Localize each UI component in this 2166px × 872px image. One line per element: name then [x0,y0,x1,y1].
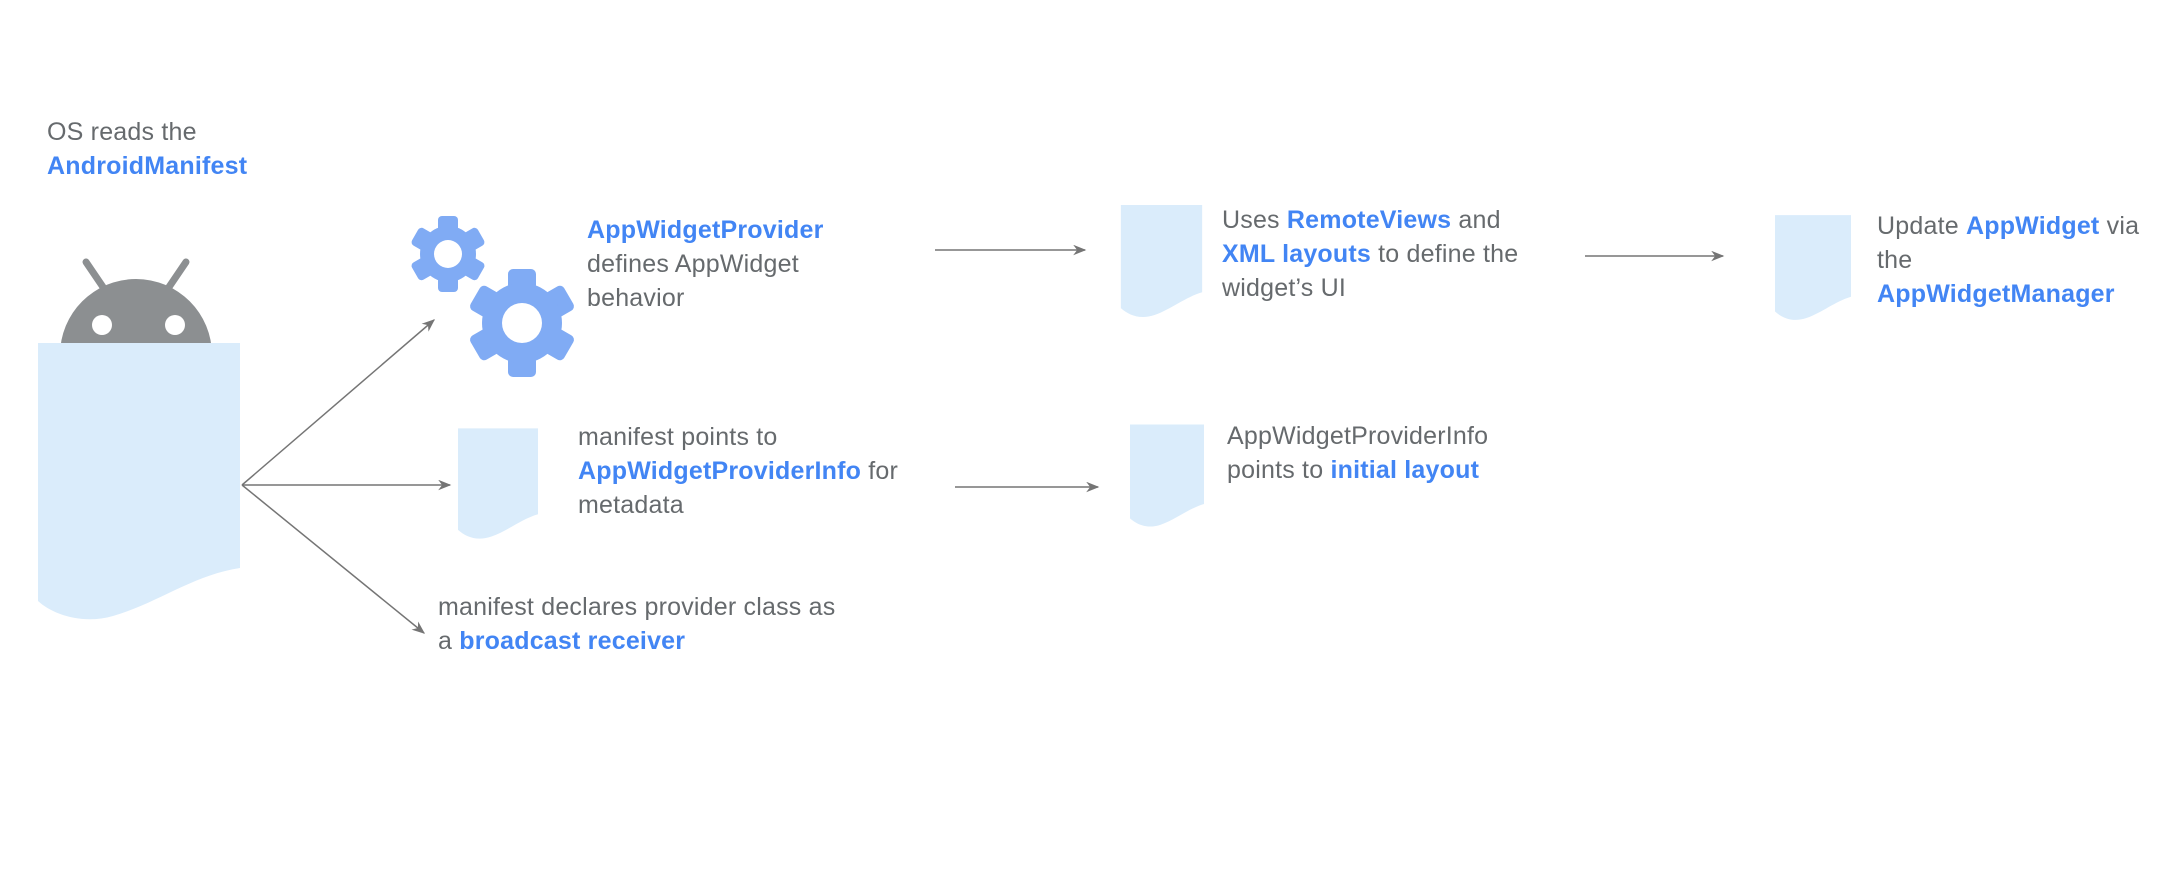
appwidgetproviderinfo-link[interactable]: AppWidgetProviderInfo [578,457,862,485]
appwidget-link[interactable]: AppWidget [1965,212,2100,240]
remoteviews-text-a: Uses [1222,206,1287,234]
android-manifest-icon [38,258,240,620]
arrow-manifest-to-gears [241,319,435,486]
initial-layout-link[interactable]: initial layout [1330,456,1480,484]
update-text-a: Update [1877,212,1966,240]
androidmanifest-link[interactable]: AndroidManifest [47,152,248,180]
broadcast-step-label: manifest declares provider class as a br… [438,590,835,658]
broadcast-receiver-link[interactable]: broadcast receiver [459,627,686,655]
provider-desc-line2: defines AppWidget [587,250,799,278]
remoteviews-document-icon [1120,205,1203,318]
update-text-b: via [2099,212,2140,240]
remoteviews-text-d: widget’s UI [1222,274,1347,302]
initiallayout-text-b: points to [1227,456,1331,484]
arrow-manifest-to-broadcast [241,484,426,634]
providerinfo-text-c: metadata [578,491,684,519]
xml-layouts-link[interactable]: XML layouts [1222,240,1371,268]
broadcast-text-b: a [438,627,460,655]
gear-small-icon [411,216,485,292]
robot-head [60,279,212,355]
providerinfo-text-b: for [861,457,899,485]
remoteviews-link[interactable]: RemoteViews [1286,206,1452,234]
initiallayout-text-a: AppWidgetProviderInfo [1227,422,1489,450]
gears-icon [411,216,574,377]
gear-large-icon [470,269,574,377]
providerinfo-step-label: manifest points to AppWidgetProviderInfo… [578,420,898,522]
robot-antenna-right [163,258,190,294]
providerinfo-text-a: manifest points to [578,423,778,451]
provider-desc-line3: behavior [587,284,685,312]
robot-eye-right [165,315,185,335]
update-text-c: the [1877,246,1913,274]
appwidgetprovider-link[interactable]: AppWidgetProvider [587,216,824,244]
update-document-icon [1775,215,1851,320]
remoteviews-text-c: to define the [1371,240,1519,268]
robot-eye-left [92,315,112,335]
appwidgetmanager-link[interactable]: AppWidgetManager [1877,280,2115,308]
initiallayout-step-label: AppWidgetProviderInfo points to initial … [1227,419,1488,487]
robot-antenna-left [82,258,109,294]
broadcast-text-a: manifest declares provider class as [438,593,836,621]
providerinfo-document-icon [458,428,538,539]
remoteviews-step-label: Uses RemoteViews and XML layouts to defi… [1222,203,1518,305]
update-step-label: Update AppWidget via the AppWidgetManage… [1877,209,2139,311]
os-reads-text: OS reads the [47,118,197,146]
os-reads-label: OS reads the AndroidManifest [47,115,247,183]
initiallayout-document-icon [1130,424,1204,527]
provider-step-label: AppWidgetProvider defines AppWidget beha… [587,213,824,315]
android-robot-icon [60,258,212,355]
manifest-document-icon [38,343,240,620]
remoteviews-text-b: and [1451,206,1501,234]
